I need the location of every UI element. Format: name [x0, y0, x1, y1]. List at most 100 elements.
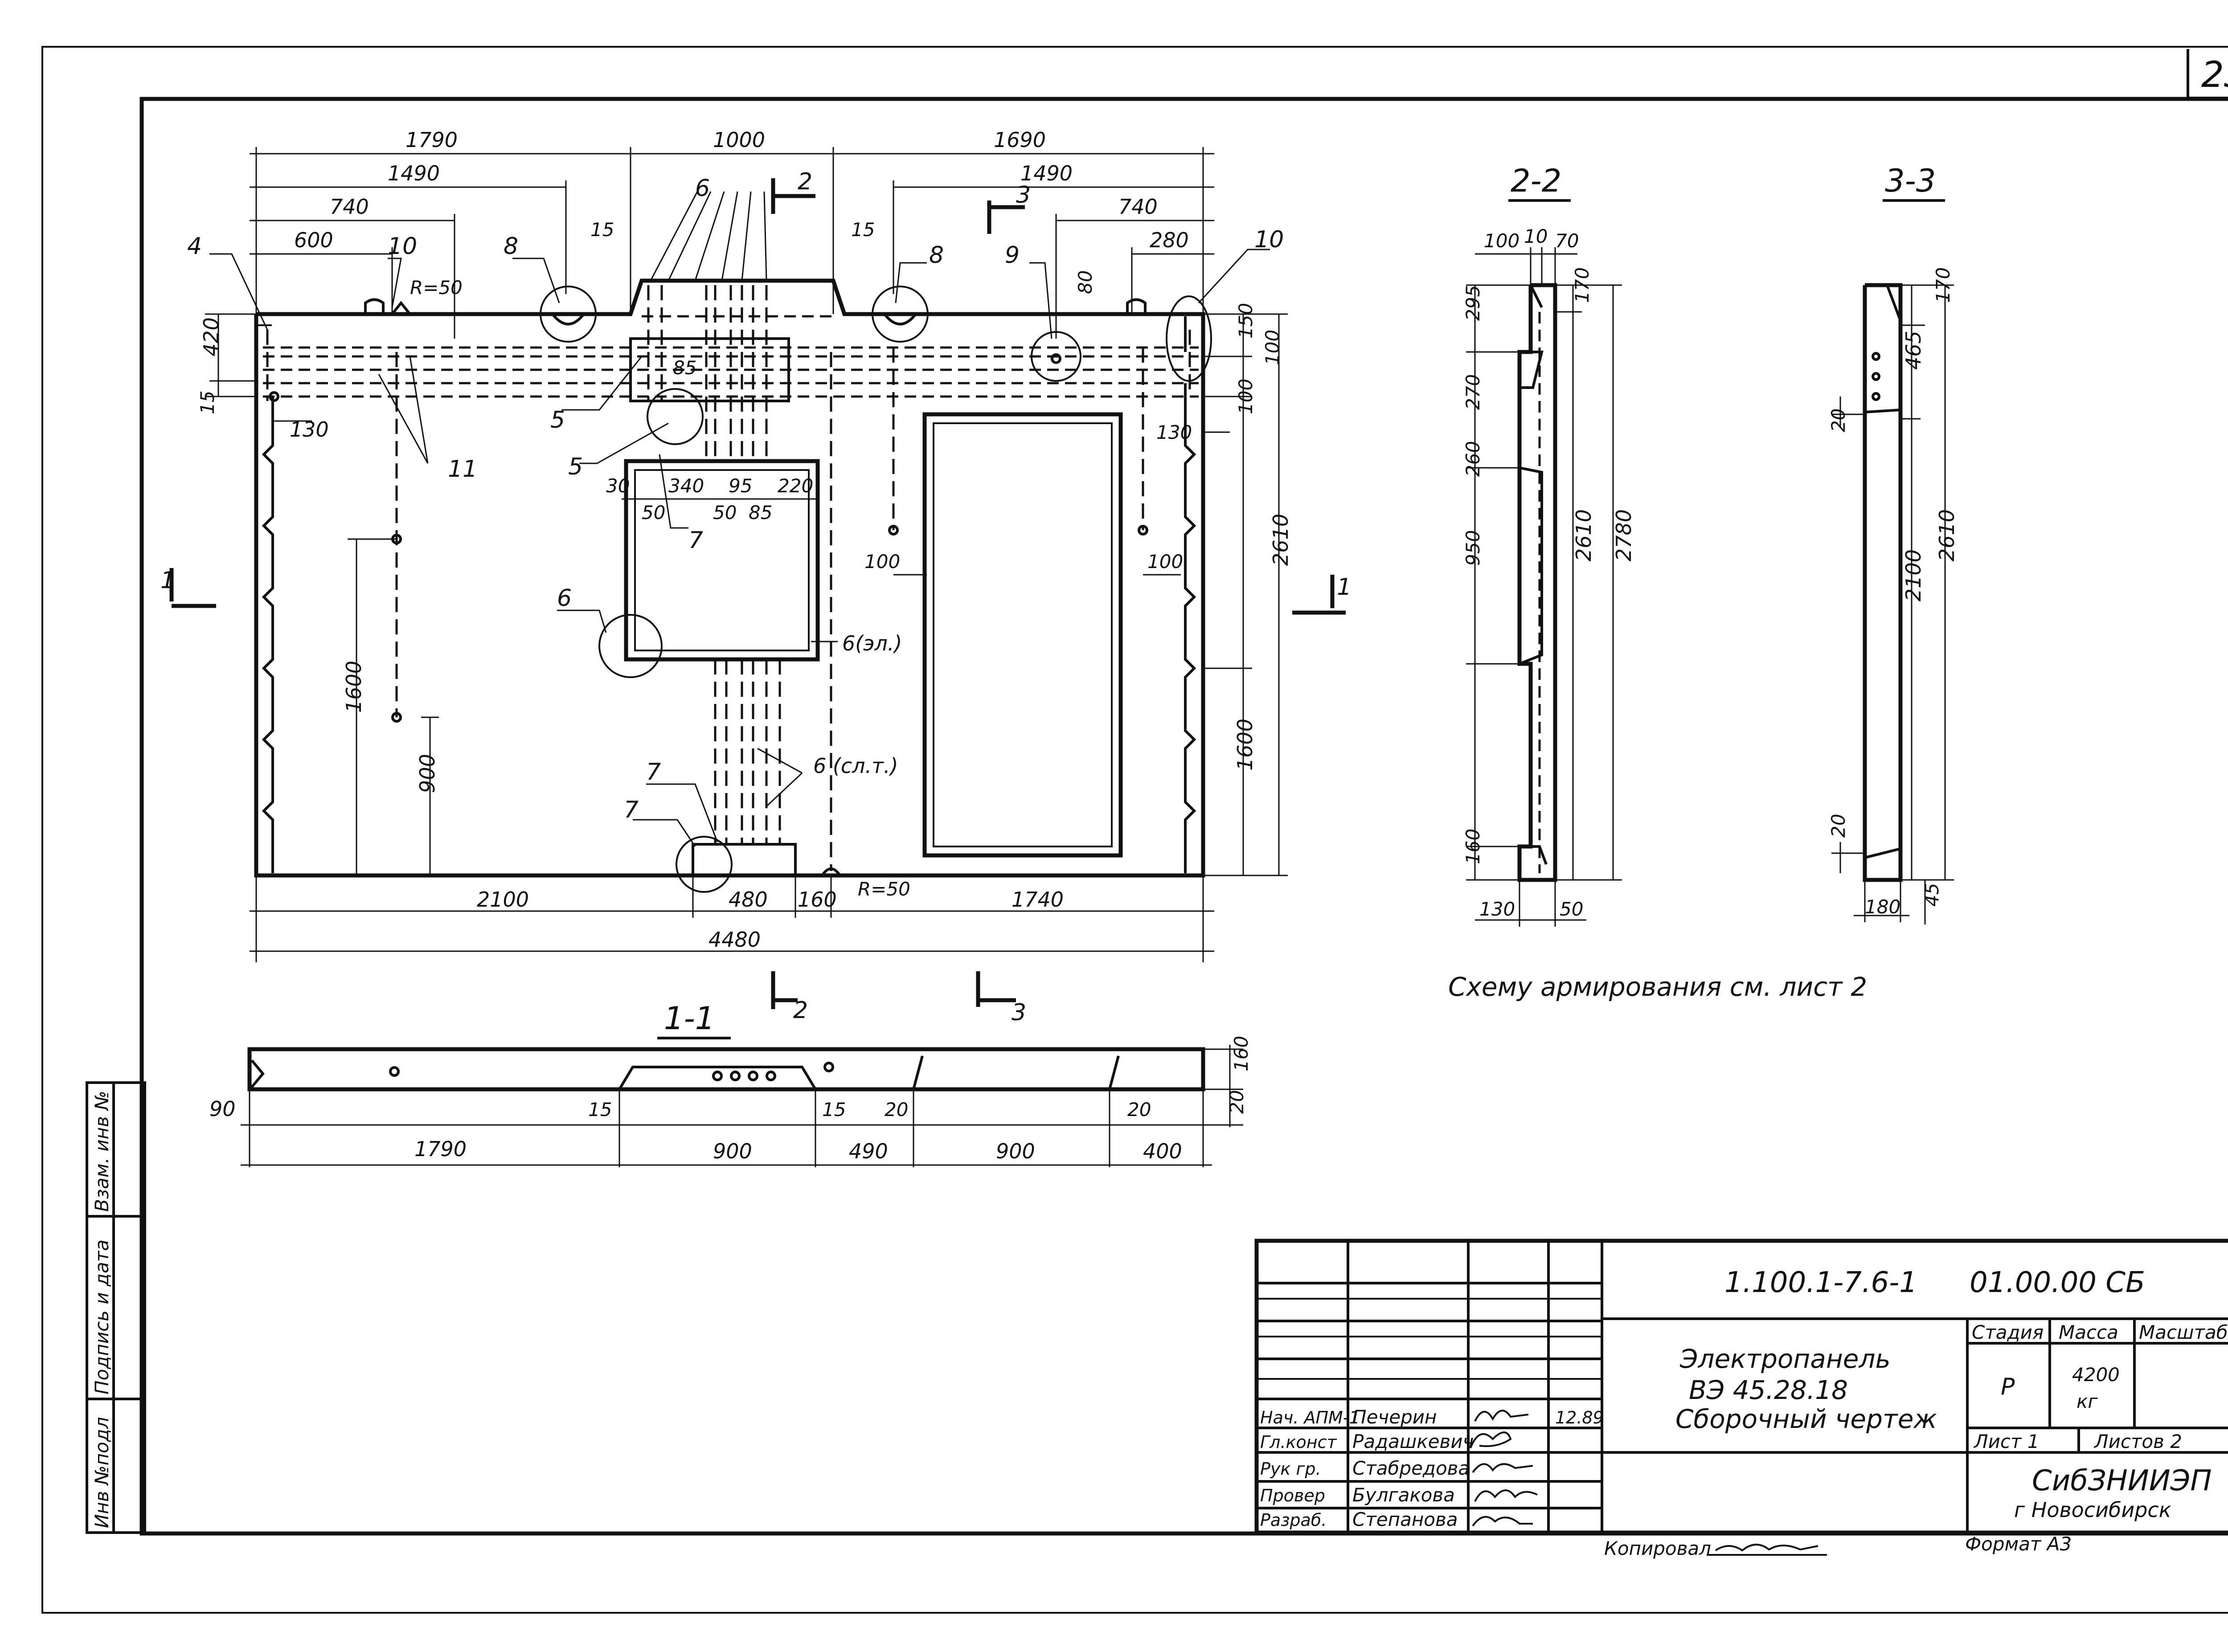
dim-15a: 15 [590, 219, 614, 241]
stage-header: Стадия [1972, 1321, 2044, 1343]
title-block-rows-thin [1257, 1298, 1602, 1380]
dim-1000: 1000 [713, 128, 765, 152]
cut-mark-1-right [1292, 575, 1346, 615]
role-1: Нач. АПМ-1 [1260, 1408, 1360, 1427]
side-stamp-col1: Взам. инв № [91, 1091, 113, 1212]
detail-circle-5 [647, 388, 704, 445]
side-stamp-col3: Инв №подл [91, 1417, 113, 1528]
cut-mark-1-left [169, 568, 216, 608]
dim-150-right: 150 [1235, 303, 1257, 339]
s33-dim-465: 465 [1901, 331, 1925, 370]
s11-dim-20a: 20 [885, 1099, 908, 1120]
box-dim-95: 95 [729, 475, 752, 497]
signature-2 [1470, 1431, 1512, 1448]
scale-header: Масштаб [2139, 1321, 2228, 1343]
dim-100-door-a: 100 [864, 551, 900, 572]
callout-8a: 8 [504, 233, 518, 260]
dims-top-lines [250, 147, 1214, 339]
socket-d [1138, 525, 1148, 536]
dim-1600-left: 1600 [342, 661, 366, 713]
dim-280: 280 [1150, 228, 1189, 252]
s33-hole-c [1872, 392, 1880, 401]
mass-value: 4200 [2072, 1364, 2120, 1386]
copied-by: Копировал [1604, 1538, 1711, 1559]
s33-dim-20b: 20 [1827, 814, 1849, 838]
section-2-2: 2-2 100 10 70 295 270 260 950 160 170 26… [1462, 163, 1636, 927]
s11-dim-90: 90 [209, 1097, 236, 1121]
section-1-1-title: 1-1 [664, 1000, 715, 1037]
callout-6-top: 6 [695, 175, 710, 202]
dim-1790: 1790 [405, 128, 458, 152]
radius-top: R=50 [410, 277, 463, 299]
main-elevation: 1790 1000 1690 1490 1490 740 740 600 280… [160, 128, 1352, 1026]
cut-mark-1-left-label: 1 [160, 567, 175, 594]
dim-4480: 4480 [709, 928, 761, 952]
cut-mark-2-bottom [771, 971, 798, 1009]
section-3-3-dims [1831, 284, 1954, 924]
section-3-3-outline [1863, 283, 1903, 882]
top-bump-right [1126, 298, 1147, 314]
section-2-2-dims [1466, 247, 1622, 927]
dim-740b: 740 [1118, 195, 1158, 219]
callout-8b: 8 [929, 242, 944, 269]
s11-dim-400: 400 [1143, 1139, 1182, 1163]
panel-right-rib [1184, 316, 1196, 873]
mass-header: Масса [2059, 1321, 2118, 1343]
detail-circle-7 [676, 836, 733, 893]
dim-900-left: 900 [415, 754, 439, 793]
role-4: Провер [1260, 1486, 1325, 1505]
product-mark: ВЭ 45.28.18 [1689, 1375, 1848, 1405]
bottom-notch [821, 867, 841, 876]
doc-number: 01.00.00 СБ [1970, 1266, 2145, 1299]
detail-circle-8b [872, 286, 929, 343]
name-2: Радашкевич [1352, 1431, 1474, 1452]
cut-mark-2-top-label: 2 [798, 168, 812, 195]
callout-leaders [209, 191, 1270, 847]
dims-bottom-lines [250, 875, 1214, 962]
name-5: Степанова [1352, 1509, 1458, 1530]
s11-dim-1790: 1790 [414, 1137, 467, 1161]
s33-hole-b [1872, 372, 1880, 381]
inner-frame [139, 97, 2228, 1536]
reinforcement-note: Схему армирования см. лист 2 [1448, 972, 1867, 1002]
conduit-v-group [647, 285, 781, 844]
s22-dim-2780: 2780 [1612, 509, 1636, 561]
s11-hole-d [748, 1071, 758, 1081]
top-notch-left [391, 301, 411, 315]
name-3: Стабредова [1352, 1457, 1470, 1479]
dim-2610-right: 2610 [1269, 514, 1293, 566]
dim-1740: 1740 [1012, 887, 1064, 912]
radius-bottom: R=50 [858, 878, 910, 900]
section-3-3-ribs [1864, 284, 1902, 859]
panel-outline [254, 278, 1205, 878]
socket-e [1051, 353, 1061, 364]
doc-code: 1.100.1-7.6-1 [1724, 1266, 1917, 1299]
detail-circle-8a [540, 286, 597, 343]
dims-left-lines [205, 313, 439, 875]
s11-dim-20b: 20 [1127, 1099, 1151, 1120]
callout-7-bottom: 7 [624, 797, 639, 823]
dims-right-lines [893, 313, 1288, 876]
sheet-number-box [2187, 49, 2228, 99]
s33-dim-180: 180 [1865, 896, 1900, 918]
box-dim-85a: 85 [673, 357, 696, 379]
s11-hole-f [823, 1062, 834, 1072]
s11-dim-490: 490 [849, 1139, 888, 1163]
detail-circle-6 [598, 614, 663, 678]
s22-dim-10: 10 [1524, 225, 1548, 247]
s33-dim-2610: 2610 [1935, 509, 1959, 561]
section-2-2-ribs [1519, 284, 1548, 865]
box-dim-50a: 50 [642, 502, 665, 523]
dim-130-left: 130 [290, 417, 329, 442]
cut-mark-1-right-label: 1 [1337, 574, 1352, 601]
top-bump-left [364, 298, 385, 314]
door-opening [922, 412, 1123, 858]
s22-dim-2610: 2610 [1572, 509, 1596, 561]
dim-130-right: 130 [1156, 421, 1192, 443]
s22-dim-130: 130 [1479, 898, 1515, 920]
copied-signature [1707, 1544, 1827, 1556]
signature-4 [1474, 1489, 1538, 1502]
notch-8a [551, 313, 585, 326]
door-inner [933, 422, 1113, 847]
section-1-1-openings [250, 1055, 1120, 1090]
